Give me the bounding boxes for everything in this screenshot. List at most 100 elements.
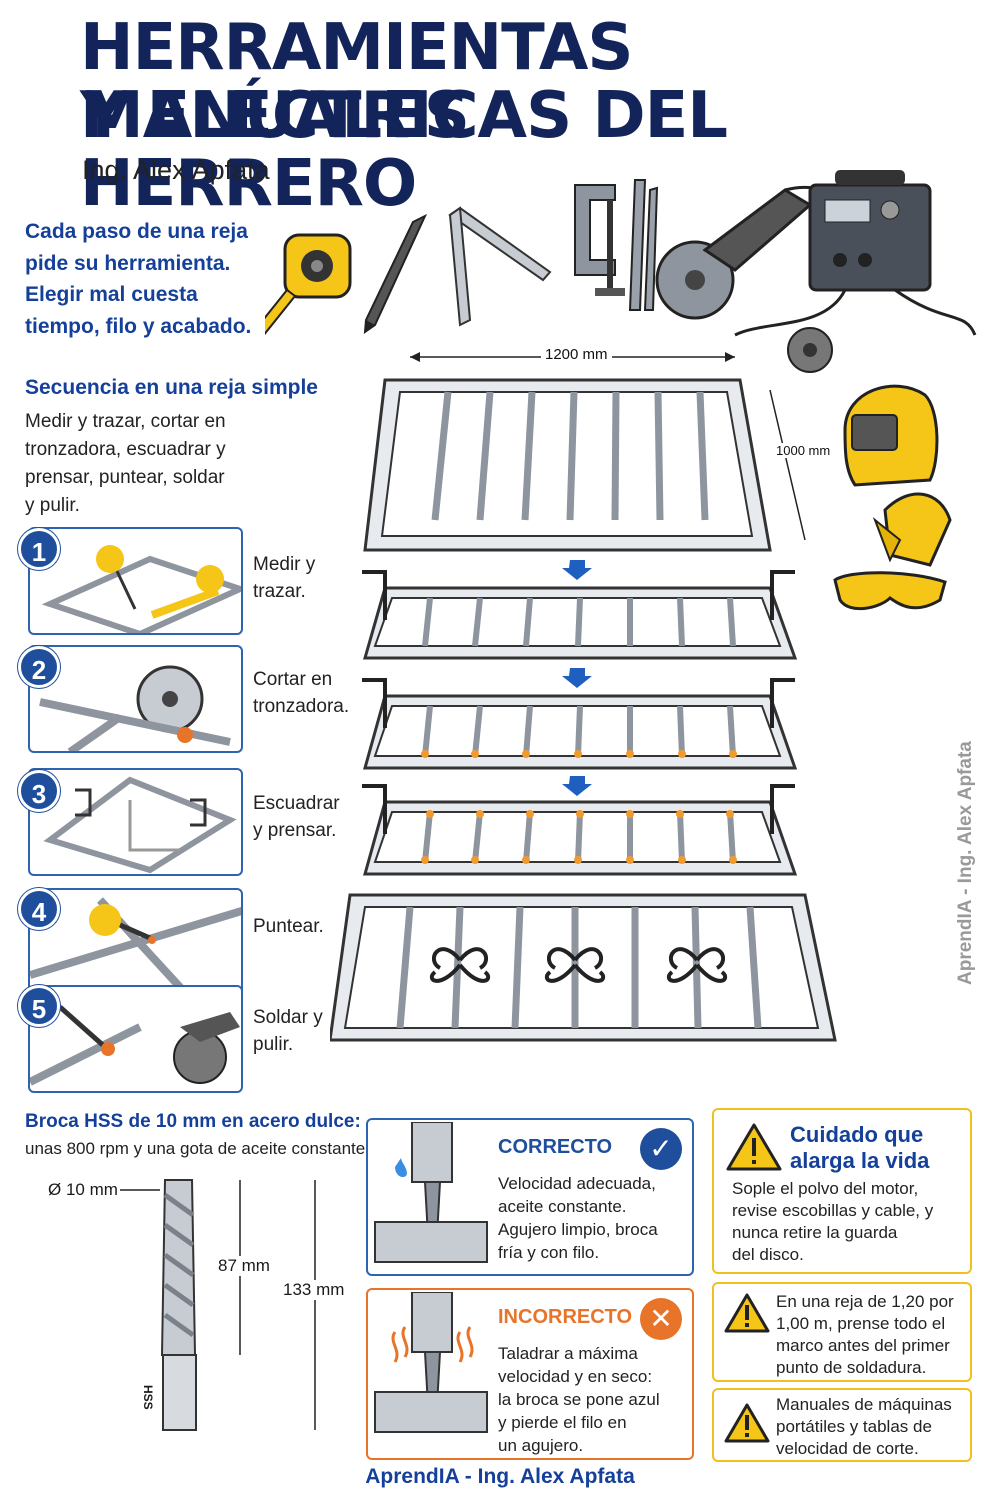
gate-width-label: 1200 mm (541, 346, 612, 363)
correct-line: Agujero limpio, broca (498, 1220, 658, 1239)
gate-frame-welded (362, 784, 798, 876)
warning-line: marco antes del primer (776, 1336, 950, 1355)
c-clamp-icon (574, 184, 625, 296)
intro-line: tiempo, filo y acabado. (25, 314, 252, 338)
warning-title-line: alarga la vida (790, 1148, 930, 1173)
correct-line: aceite constante. (498, 1197, 627, 1216)
incorrect-box: INCORRECTO ✕ Taladrar a máxima velocidad… (366, 1288, 694, 1460)
step-label-line: Medir y (253, 554, 316, 575)
down-arrow-icon (562, 776, 592, 796)
incorrect-text: Taladrar a máxima velocidad y en seco: l… (498, 1342, 660, 1457)
warning-icon (724, 1403, 770, 1443)
tools-illustration (265, 170, 977, 373)
step-label-line: y prensar. (253, 820, 337, 841)
step-badge-3: 3 (18, 770, 60, 812)
drill-total-length-label: 133 mm (283, 1280, 345, 1300)
pencil-icon (363, 213, 428, 335)
incorrect-drilling-illustration (374, 1292, 488, 1433)
warning-text-3: Manuales de máquinas portátiles y tablas… (776, 1394, 952, 1460)
tape-measure-icon (265, 233, 352, 336)
down-arrow-icon (562, 668, 592, 688)
step-label-line: pulir. (253, 1034, 294, 1055)
intro-line: Elegir mal cuesta (25, 283, 198, 306)
warning-box-2: En una reja de 1,20 por 1,00 m, prense t… (712, 1282, 972, 1382)
step-card-4 (28, 888, 243, 996)
safety-equipment-illustration (833, 384, 952, 611)
gate-frame-tacked (362, 678, 798, 770)
drill-title: Broca HSS de 10 mm en acero dulce: (25, 1111, 361, 1132)
warning-line: velocidad de corte. (776, 1439, 919, 1458)
step-label-2: Cortar en tronzadora. (253, 666, 350, 720)
step-label-line: Cortar en (253, 669, 333, 690)
step-badge-2: 2 (18, 646, 60, 688)
step-card-3 (28, 768, 243, 876)
drill-shank-mark: HSS (141, 1385, 155, 1410)
warning-icon (726, 1123, 782, 1171)
warning-line: 1,00 m, prense todo el (776, 1314, 946, 1333)
correct-line: Velocidad adecuada, (498, 1174, 656, 1193)
warning-icon (724, 1293, 770, 1333)
side-watermark: AprendIA - Ing. Alex Apfata (955, 741, 976, 985)
gate-frame-flat (363, 378, 772, 552)
step-label-line: Escuadrar (253, 793, 340, 814)
correct-box: CORRECTO ✓ Velocidad adecuada, aceite co… (366, 1118, 694, 1276)
locking-pliers-icon (628, 179, 659, 311)
step-label-4: Puntear. (253, 913, 343, 940)
safety-glasses-icon (833, 571, 947, 611)
sequence-title: Secuencia en una reja simple (25, 376, 318, 399)
intro-text: Cada paso de una reja pide su herramient… (25, 216, 265, 342)
warning-box-3: Manuales de máquinas portátiles y tablas… (712, 1388, 972, 1462)
step-label-line: tronzadora. (253, 696, 350, 717)
warning-title: Cuidado que alarga la vida (790, 1122, 929, 1174)
warning-line: Sople el polvo del motor, (732, 1179, 919, 1198)
step-label-5: Soldar y pulir. (253, 1004, 343, 1058)
wire-brush-icon (787, 327, 833, 373)
step-label-line: trazar. (253, 581, 306, 602)
sequence-line: prensar, puntear, soldar (25, 467, 225, 488)
page-title-line-2: Y ELÉCTRICAS DEL HERRERO (80, 79, 728, 221)
step-label-1: Medir y trazar. (253, 551, 343, 605)
incorrect-line: Taladrar a máxima (498, 1344, 638, 1363)
correct-text: Velocidad adecuada, aceite constante. Ag… (498, 1172, 658, 1264)
cross-icon: ✕ (640, 1298, 682, 1340)
sequence-line: y pulir. (25, 495, 80, 516)
warning-box-1: Cuidado que alarga la vida Sople el polv… (712, 1108, 972, 1274)
drill-diameter-label: Ø 10 mm (48, 1180, 118, 1199)
intro-line: Cada paso de una reja (25, 220, 248, 243)
welding-machine-icon (734, 170, 977, 337)
author-name: Ing. Alex Apfata (82, 155, 270, 185)
incorrect-line: un agujero. (498, 1436, 584, 1455)
gate-assembly-diagram (330, 352, 837, 1042)
warning-line: revise escobillas y cable, y (732, 1201, 934, 1220)
warning-title-line: Cuidado que (790, 1122, 924, 1147)
gate-height-label: 1000 mm (772, 443, 835, 458)
warning-line: Manuales de máquinas (776, 1395, 952, 1414)
warning-line: nunca retire la guarda (732, 1223, 898, 1242)
correct-drilling-illustration (374, 1122, 488, 1263)
drill-subtitle: unas 800 rpm y una gota de aceite consta… (25, 1139, 370, 1158)
step-label-3: Escuadrar y prensar. (253, 790, 343, 844)
warning-text-1: Sople el polvo del motor, revise escobil… (732, 1178, 933, 1266)
correct-title: CORRECTO (498, 1136, 613, 1158)
warning-line: punto de soldadura. (776, 1358, 927, 1377)
gate-finished (330, 893, 837, 1042)
welding-helmet-icon (843, 384, 939, 487)
step-badge-5: 5 (18, 985, 60, 1027)
warning-line: portátiles y tablas de (776, 1417, 932, 1436)
correct-line: fría y con filo. (498, 1243, 600, 1262)
warning-text-2: En una reja de 1,20 por 1,00 m, prense t… (776, 1291, 954, 1379)
step-card-1 (28, 527, 243, 635)
sequence-line: Medir y trazar, cortar en (25, 411, 226, 432)
carpenter-square-icon (448, 206, 552, 327)
incorrect-line: y pierde el filo en (498, 1413, 627, 1432)
incorrect-line: la broca se pone azul (498, 1390, 660, 1409)
oil-drop-icon (395, 1158, 407, 1178)
drill-bit-diagram (120, 1179, 316, 1431)
drill-flute-length-label: 87 mm (218, 1256, 270, 1276)
check-icon: ✓ (640, 1128, 682, 1170)
down-arrow-icon (562, 560, 592, 580)
step-label-line: Puntear. (253, 916, 324, 937)
step-badge-4: 4 (18, 888, 60, 930)
page-title-line-1: HERRAMIENTAS MANUALES (80, 11, 633, 153)
work-gloves-icon (872, 492, 952, 567)
